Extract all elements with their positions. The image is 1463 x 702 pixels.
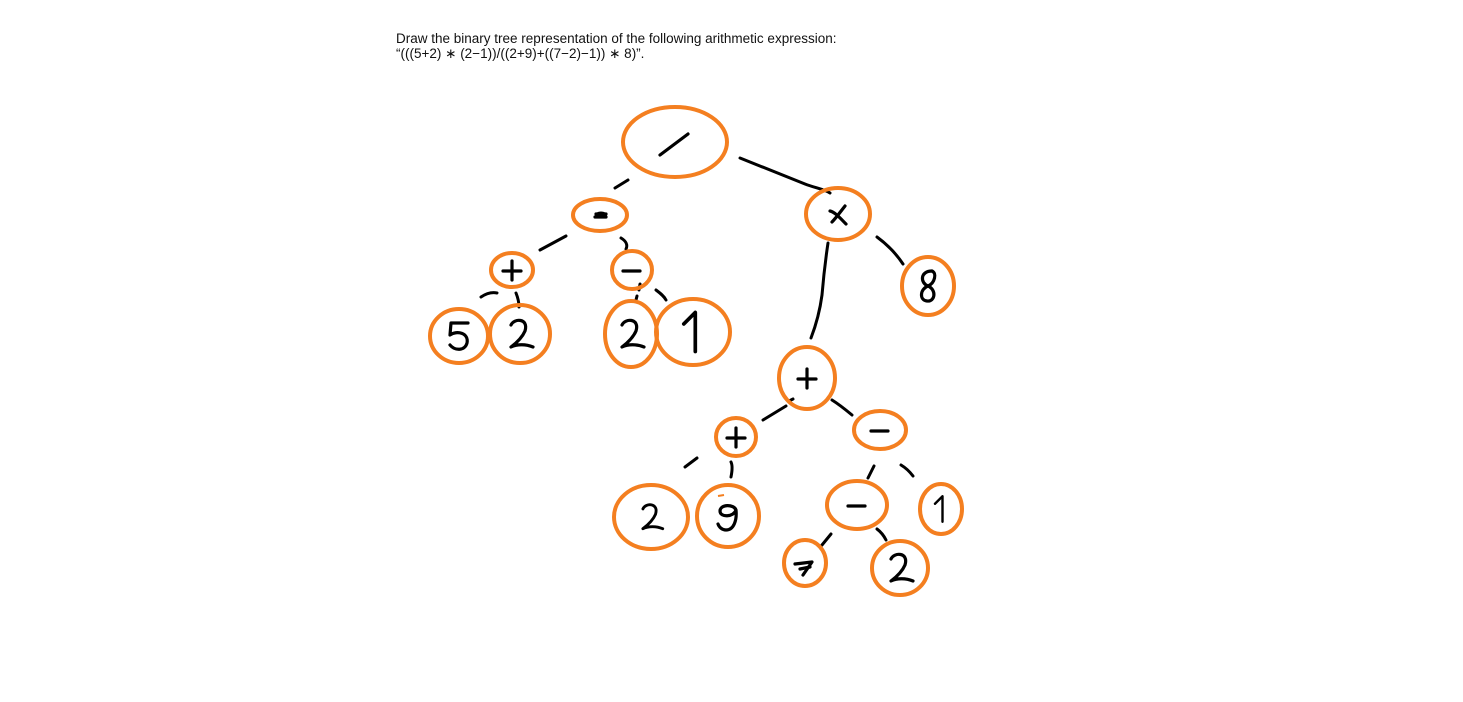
tree-node-minus2: − <box>852 409 908 451</box>
tree-edge-plus1-n5 <box>479 291 499 299</box>
node-circle <box>825 479 889 531</box>
node-circle <box>870 539 930 597</box>
tree-node-n2c: 2 <box>612 483 690 551</box>
tree-edge-mul2-plus2 <box>809 241 830 340</box>
node-symbol: 1 <box>681 310 698 354</box>
node-circle <box>714 416 758 458</box>
tree-edge-minus3-n7 <box>820 532 833 547</box>
node-symbol: + <box>501 259 523 282</box>
tree-node-n9: 9 <box>695 483 761 549</box>
tree-node-mul2: × <box>804 186 872 242</box>
question-line-1: Draw the binary tree representation of t… <box>396 31 837 46</box>
tree-node-minus1: − <box>610 249 654 291</box>
tree-edge-mul1-plus1 <box>538 234 568 252</box>
tree-node-n5: 5 <box>428 307 490 365</box>
node-circle <box>852 409 908 451</box>
tree-edge-mul2-n8 <box>875 235 905 266</box>
node-symbol: / <box>658 132 690 157</box>
node-symbol: 1 <box>933 495 944 523</box>
node-circle <box>428 307 490 365</box>
node-circle <box>621 105 729 179</box>
node-symbol: 8 <box>919 269 937 303</box>
node-symbol: 2 <box>509 318 535 349</box>
node-symbol: 2 <box>889 552 915 583</box>
tree-edge-plus3-n9 <box>729 460 734 479</box>
node-circle <box>654 297 732 367</box>
tree-node-plus3: + <box>714 416 758 458</box>
node-circle <box>777 345 837 411</box>
tree-node-n8: 8 <box>900 255 956 317</box>
tree-node-n1a: 1 <box>654 297 732 367</box>
tree-node-n1b: 1 <box>918 482 964 536</box>
node-symbol: × <box>828 204 848 226</box>
node-circle <box>782 538 828 588</box>
tree-node-n2a: 2 <box>488 303 552 365</box>
node-symbol: 9 <box>716 504 738 532</box>
multiply-dot-mark <box>595 211 607 219</box>
node-circle <box>918 482 964 536</box>
tree-node-minus3: − <box>825 479 889 531</box>
question-text: Draw the binary tree representation of t… <box>396 31 836 61</box>
node-circle <box>612 483 690 551</box>
tree-edge-div-mul1 <box>613 178 630 190</box>
tree-edge-minus1-n1a <box>654 288 668 302</box>
node-circle <box>900 255 956 317</box>
tree-edge-minus2-minus3 <box>866 464 876 480</box>
node-symbol: 5 <box>448 321 470 351</box>
tree-node-div: / <box>621 105 729 179</box>
tree-edge-plus3-n2c <box>683 456 699 469</box>
node-symbol: 7 <box>793 560 814 577</box>
node-symbol: + <box>796 367 818 390</box>
node-circle <box>489 251 535 289</box>
tree-node-n2d: 2 <box>870 539 930 597</box>
node-circle <box>603 299 659 369</box>
node-symbol: 2 <box>620 318 646 349</box>
node-symbol: + <box>725 426 747 449</box>
question-line-2: “(((5+2) ∗ (2−1))/((2+9)+((7−2)−1)) ∗ 8)… <box>396 46 645 61</box>
node-circle <box>804 186 872 242</box>
node-circle <box>695 483 761 549</box>
node-circle <box>571 197 629 233</box>
tree-node-plus1: + <box>489 251 535 289</box>
tree-node-n7: 7 <box>782 538 828 588</box>
node-circle <box>610 249 654 291</box>
tree-edge-plus2-minus2 <box>830 398 854 417</box>
tree-edge-div-mul2 <box>738 156 832 195</box>
stray-mark <box>717 494 725 497</box>
tree-node-n2b: 2 <box>603 299 659 369</box>
tree-edge-minus2-n1b <box>899 463 915 478</box>
tree-edge-mul1-minus1 <box>619 236 629 251</box>
node-circle <box>488 303 552 365</box>
node-symbol: 2 <box>641 503 665 531</box>
tree-edge-minus3-n2d <box>875 527 888 542</box>
tree-node-plus2: + <box>777 345 837 411</box>
